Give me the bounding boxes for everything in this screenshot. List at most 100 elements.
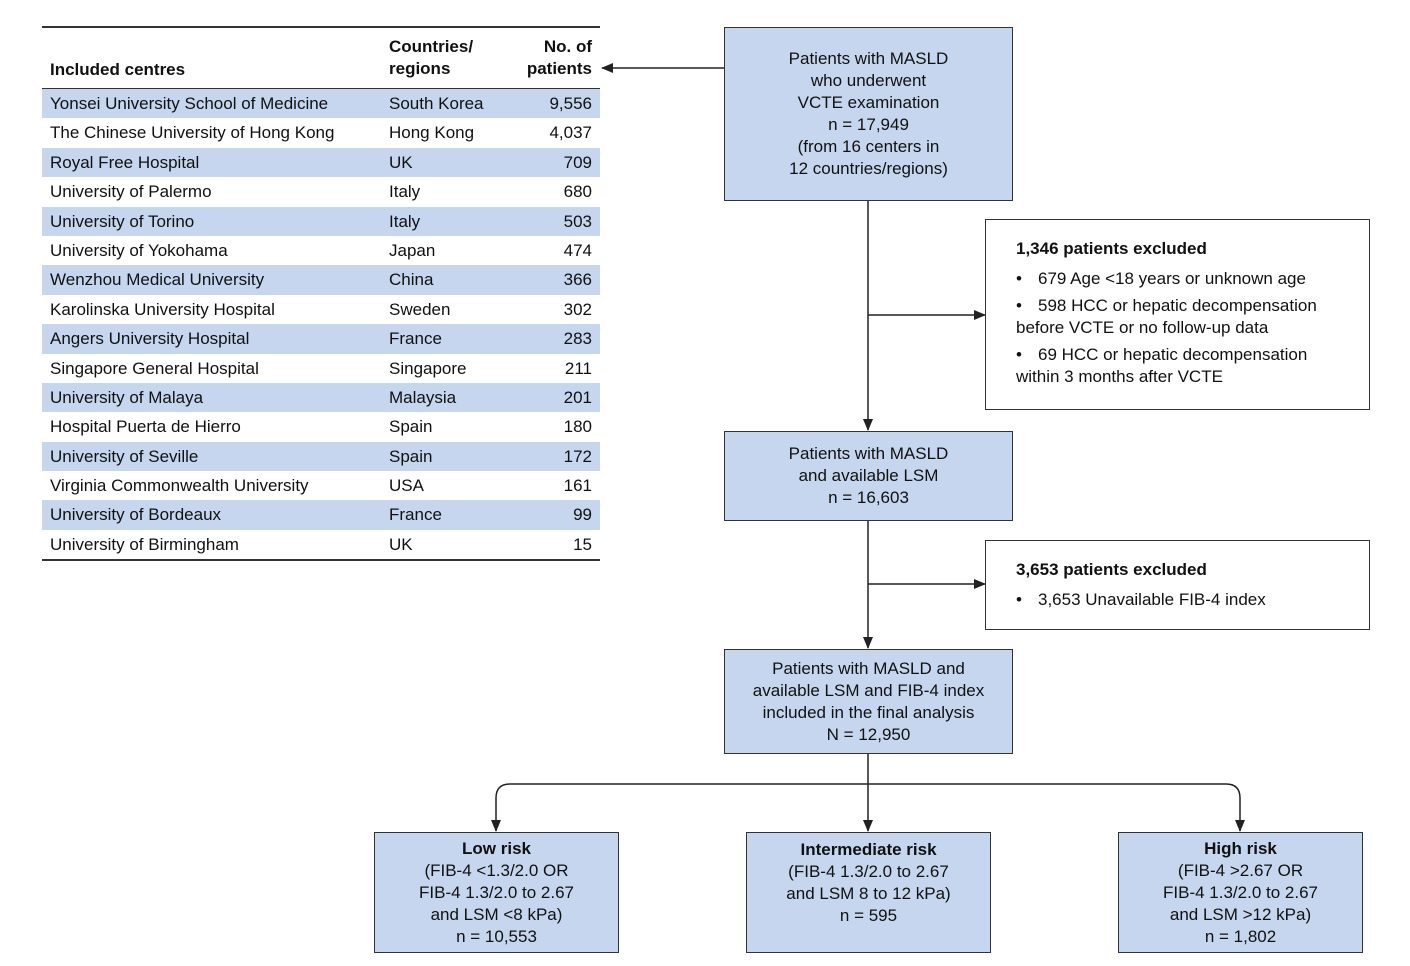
included-centres-table: Included centres Countries/ regions No. … xyxy=(42,26,600,562)
cell-centre: University of Yokohama xyxy=(50,240,228,260)
final-line: included in the final analysis xyxy=(762,702,975,722)
cell-country: France xyxy=(389,505,442,525)
cell-centre: Hospital Puerta de Hierro xyxy=(50,417,241,437)
exclusion-box-1: 1,346 patients excluded • 679 Age <18 yea… xyxy=(985,219,1370,410)
exclusion-2-title: 3,653 patients excluded xyxy=(1016,560,1207,579)
table-row: University of Bordeaux France 99 xyxy=(42,500,600,530)
exclusion-1-item-continuation: before VCTE or no follow-up data xyxy=(1016,318,1269,337)
low-risk-box: Low risk (FIB-4 <1.3/2.0 OR FIB-4 1.3/2.… xyxy=(374,832,619,953)
cell-centre: The Chinese University of Hong Kong xyxy=(50,123,335,143)
bullet-icon: • xyxy=(1016,590,1022,609)
cell-patients: 302 xyxy=(563,299,592,319)
start-line: Patients with MASLD xyxy=(788,49,949,68)
cell-centre: University of Birmingham xyxy=(50,534,239,554)
cell-country: USA xyxy=(389,476,424,496)
lsm-line: and available LSM xyxy=(798,466,939,485)
cell-country: Sweden xyxy=(389,299,451,319)
exclusion-1-item: •69 HCC or hepatic decompensation within… xyxy=(1016,344,1369,388)
high-risk-box: High risk (FIB-4 >2.67 OR FIB-4 1.3/2.0 … xyxy=(1118,832,1363,953)
header-patients-line1: No. of xyxy=(543,37,592,56)
cell-country: Hong Kong xyxy=(389,123,475,143)
low-risk-line: FIB-4 1.3/2.0 to 2.67 xyxy=(419,882,574,902)
header-countries: Countries/ regions xyxy=(389,36,473,80)
intermediate-risk-title: Intermediate risk xyxy=(800,840,937,859)
start-line: VCTE examination xyxy=(797,93,940,112)
cell-patients: 474 xyxy=(563,240,592,260)
cell-country: Spain xyxy=(389,417,433,437)
exclusion-1-item-line: •598 HCC or hepatic decompensation xyxy=(1016,295,1369,317)
lsm-line: Patients with MASLD xyxy=(788,444,949,463)
cell-patients: 180 xyxy=(563,417,592,437)
low-risk-line: (FIB-4 <1.3/2.0 OR xyxy=(424,860,569,880)
low-risk-line: and LSM <8 kPa) xyxy=(430,904,563,924)
cell-centre: Wenzhou Medical University xyxy=(50,270,265,290)
cell-patients: 709 xyxy=(563,152,592,172)
low-risk-line: n = 10,553 xyxy=(456,926,537,946)
exclusion-1-title: 1,346 patients excluded xyxy=(1016,239,1207,258)
final-line: N = 12,950 xyxy=(826,724,911,744)
final-analysis-box: Patients with MASLD and available LSM an… xyxy=(724,649,1013,754)
high-risk-line: n = 1,802 xyxy=(1204,926,1277,946)
high-risk-title: High risk xyxy=(1204,838,1277,858)
cell-centre: Karolinska University Hospital xyxy=(50,299,275,319)
start-line: (from 16 centers in xyxy=(797,137,940,156)
cell-centre: University of Bordeaux xyxy=(50,505,222,525)
bullet-icon: • xyxy=(1016,345,1022,364)
cell-patients: 99 xyxy=(573,505,592,525)
start-line: who underwent xyxy=(810,71,927,90)
cell-patients: 366 xyxy=(563,270,592,290)
exclusion-1-item-text: 69 HCC or hepatic decompensation xyxy=(1038,345,1308,364)
table-row: Wenzhou Medical University China 366 xyxy=(42,265,600,295)
start-line: 12 countries/regions) xyxy=(789,159,948,178)
cell-country: Spain xyxy=(389,446,433,466)
bullet-icon: • xyxy=(1016,269,1022,288)
exclusion-1-item: •598 HCC or hepatic decompensation befor… xyxy=(1016,295,1369,339)
cell-country: China xyxy=(389,270,434,290)
table-header: Included centres Countries/ regions No. … xyxy=(42,28,600,89)
table-row: Hospital Puerta de Hierro Spain 180 xyxy=(42,412,600,441)
header-centres: Included centres xyxy=(50,60,186,79)
exclusion-2-item-text: 3,653 Unavailable FIB-4 index xyxy=(1038,590,1266,609)
cell-country: Malaysia xyxy=(389,387,457,407)
cell-country: UK xyxy=(389,152,413,172)
cell-patients: 161 xyxy=(563,476,592,496)
cell-patients: 4,037 xyxy=(549,123,592,143)
cell-country: Italy xyxy=(389,182,421,202)
table-row: University of Malaya Malaysia 201 xyxy=(42,382,600,413)
cell-centre: University of Seville xyxy=(50,446,199,466)
start-cohort-box: Patients with MASLD who underwent VCTE e… xyxy=(724,27,1013,201)
cell-patients: 211 xyxy=(564,358,592,378)
cell-patients: 503 xyxy=(563,211,592,231)
cell-patients: 680 xyxy=(563,182,592,202)
cell-country: South Korea xyxy=(389,94,484,113)
cell-centre: Singapore General Hospital xyxy=(50,358,259,378)
exclusion-1-item-line: • 679 Age <18 years or unknown age xyxy=(1016,268,1369,290)
exclusion-1-item-text: 679 Age <18 years or unknown age xyxy=(1038,269,1306,288)
cell-country: Italy xyxy=(389,211,421,231)
intermediate-risk-line: n = 595 xyxy=(839,906,898,925)
cell-patients: 201 xyxy=(563,387,592,407)
cell-centre: University of Malaya xyxy=(50,387,204,407)
low-risk-title: Low risk xyxy=(462,838,531,858)
exclusion-2-item: • 3,653 Unavailable FIB-4 index xyxy=(1016,589,1369,611)
cell-centre: Royal Free Hospital xyxy=(50,152,200,172)
exclusion-2-item-line: • 3,653 Unavailable FIB-4 index xyxy=(1016,589,1369,611)
intermediate-risk-line: (FIB-4 1.3/2.0 to 2.67 xyxy=(788,862,949,881)
lsm-cohort-box: Patients with MASLD and available LSM n … xyxy=(724,431,1013,521)
header-patients-line2: patients xyxy=(526,59,592,78)
intermediate-risk-box: Intermediate risk (FIB-4 1.3/2.0 to 2.67… xyxy=(746,832,991,953)
header-countries-line1: Countries/ xyxy=(389,37,474,56)
final-line: Patients with MASLD and xyxy=(772,658,965,678)
header-countries-line2: regions xyxy=(389,59,451,78)
bullet-icon: • xyxy=(1016,296,1022,315)
exclusion-1-item: • 679 Age <18 years or unknown age xyxy=(1016,268,1369,290)
cell-centre: Angers University Hospital xyxy=(50,329,250,349)
cell-patients: 15 xyxy=(573,534,592,554)
final-line: available LSM and FIB-4 index xyxy=(752,680,985,700)
